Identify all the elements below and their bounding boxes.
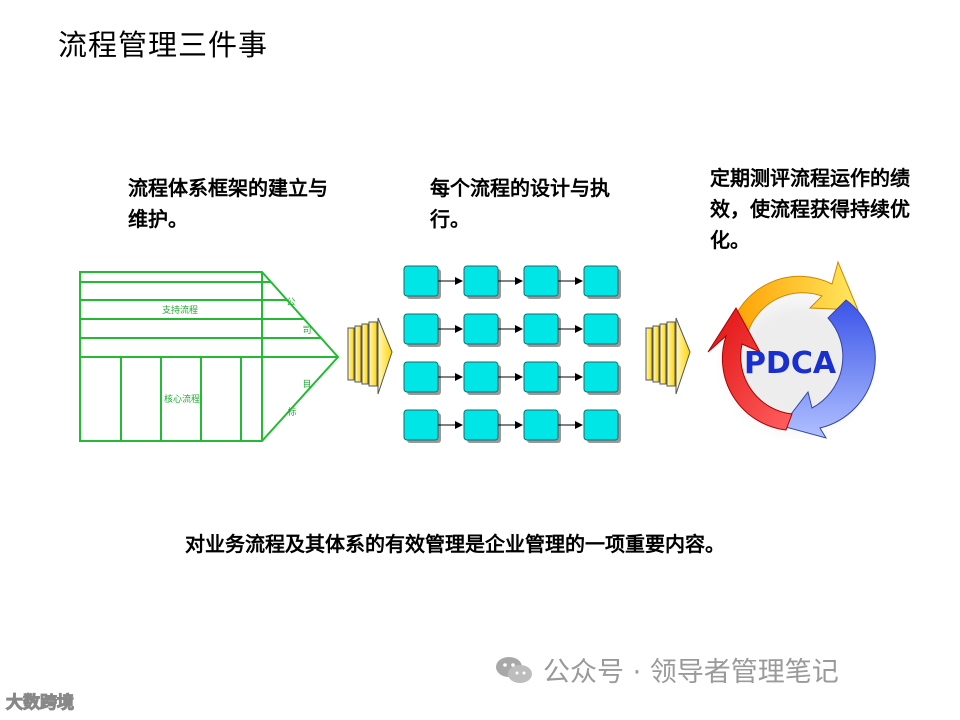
goal-char-3: 目 <box>302 379 311 390</box>
core-process-label: 核心流程 <box>164 393 200 405</box>
process-step-box <box>583 313 619 345</box>
goal-char-1: 公 <box>286 297 295 308</box>
process-step-box <box>583 409 619 441</box>
process-step-box <box>523 265 559 297</box>
support-process-label: 支持流程 <box>162 304 198 316</box>
caption-process-design: 每个流程的设计与执行。 <box>430 176 610 231</box>
process-step-box <box>403 409 439 441</box>
process-step-box <box>583 361 619 393</box>
process-grid <box>403 265 621 443</box>
caption-performance: 定期测评流程运作的绩效，使流程获得持续优化。 <box>710 166 910 252</box>
watermark: 公众号 · 领导者管理笔记 <box>495 650 839 689</box>
watermark-text: 公众号 · 领导者管理笔记 <box>543 657 839 688</box>
pdca-label: PDCA <box>744 346 837 381</box>
pdca-blue-arrow <box>781 299 876 439</box>
process-step-box <box>463 409 499 441</box>
process-step-box <box>403 361 439 393</box>
process-step-box <box>523 361 559 393</box>
corner-logo: 大数跨境 <box>6 693 75 714</box>
process-step-box <box>583 265 619 297</box>
chevron-arrow-1 <box>347 317 393 395</box>
wechat-icon <box>496 656 532 683</box>
process-step-box <box>523 409 559 441</box>
goal-char-2: 司 <box>302 325 311 336</box>
process-framework <box>79 271 340 442</box>
pdca-red-arrow <box>707 307 793 431</box>
summary-text: 对业务流程及其体系的有效管理是企业管理的一项重要内容。 <box>185 532 725 556</box>
process-step-box <box>463 361 499 393</box>
process-step-box <box>523 313 559 345</box>
chevron-arrow-2 <box>645 317 691 395</box>
pdca-cycle: PDCA <box>707 260 879 442</box>
process-step-box <box>403 265 439 297</box>
process-step-box <box>463 313 499 345</box>
page-title: 流程管理三件事 <box>58 28 269 62</box>
caption-framework: 流程体系框架的建立与维护。 <box>128 176 328 231</box>
goal-char-4: 标 <box>287 406 296 418</box>
process-step-box <box>403 313 439 345</box>
process-step-box <box>463 265 499 297</box>
